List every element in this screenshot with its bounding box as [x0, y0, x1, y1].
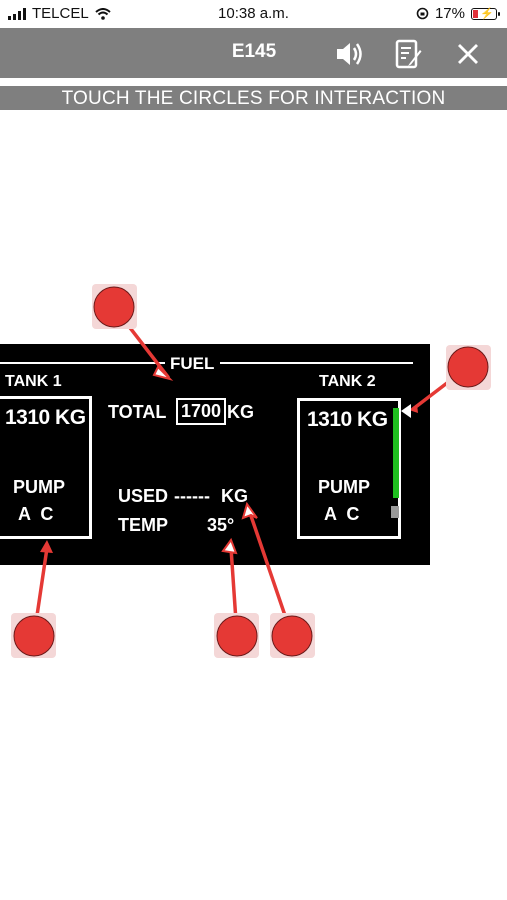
header-divider [0, 78, 507, 86]
signal-icon [8, 7, 26, 20]
top-bar: E145 [0, 28, 507, 78]
tank2-label: TANK 2 [319, 373, 376, 390]
tank1-box: 1310 KG PUMP A C [0, 396, 92, 539]
tank1-quantity: 1310 KG [5, 406, 86, 429]
status-left: TELCEL [8, 5, 111, 22]
speaker-icon[interactable] [333, 38, 365, 70]
screen-title: E145 [231, 41, 277, 62]
tank1-label: TANK 1 [5, 373, 62, 390]
status-right: 17% ⚡ [416, 5, 500, 22]
tank1-pump-status: A C [18, 504, 54, 524]
battery-icon: ⚡ [471, 7, 500, 20]
close-icon[interactable] [452, 38, 484, 70]
notes-icon[interactable] [392, 38, 424, 70]
temp-value: 35° [207, 515, 235, 535]
tank2-pump-label: PUMP [318, 477, 371, 497]
fuel-panel: FUEL TANK 1 1310 KG PUMP A C TANK 2 1310… [0, 344, 430, 565]
tank2-quantity: 1310 KG [307, 408, 388, 431]
hotspot-tank1-pump[interactable] [11, 613, 56, 658]
fuel-level-gauge [393, 408, 399, 498]
title-line-left [0, 362, 165, 364]
temp-label: TEMP [118, 515, 169, 535]
wifi-icon [95, 7, 111, 20]
orientation-lock-icon [416, 7, 429, 20]
title-line-right [220, 362, 413, 364]
used-label: USED [118, 486, 169, 506]
tank1-pump-label: PUMP [13, 477, 66, 497]
total-value: 1700 [176, 398, 227, 425]
tank2-pump-status: A C [324, 504, 360, 524]
total-label: TOTAL [108, 402, 167, 422]
hotspot-fuel-used[interactable] [270, 613, 315, 658]
status-bar: TELCEL 10:38 a.m. 17% ⚡ [0, 0, 507, 28]
fuel-title: FUEL [170, 354, 215, 373]
hotspot-temperature[interactable] [214, 613, 259, 658]
carrier-name: TELCEL [32, 5, 89, 22]
hotspot-fuel-title[interactable] [92, 284, 137, 329]
battery-percent: 17% [434, 5, 465, 22]
gauge-empty-segment [391, 506, 399, 518]
used-unit: KG [221, 486, 248, 506]
status-time: 10:38 a.m. [218, 5, 289, 22]
hotspot-fuel-gauge[interactable] [446, 345, 491, 390]
used-value: ------ [174, 486, 210, 506]
instruction-banner: TOUCH THE CIRCLES FOR INTERACTION [0, 86, 507, 110]
tank2-box: 1310 KG PUMP A C [297, 398, 401, 539]
total-unit: KG [227, 402, 254, 422]
